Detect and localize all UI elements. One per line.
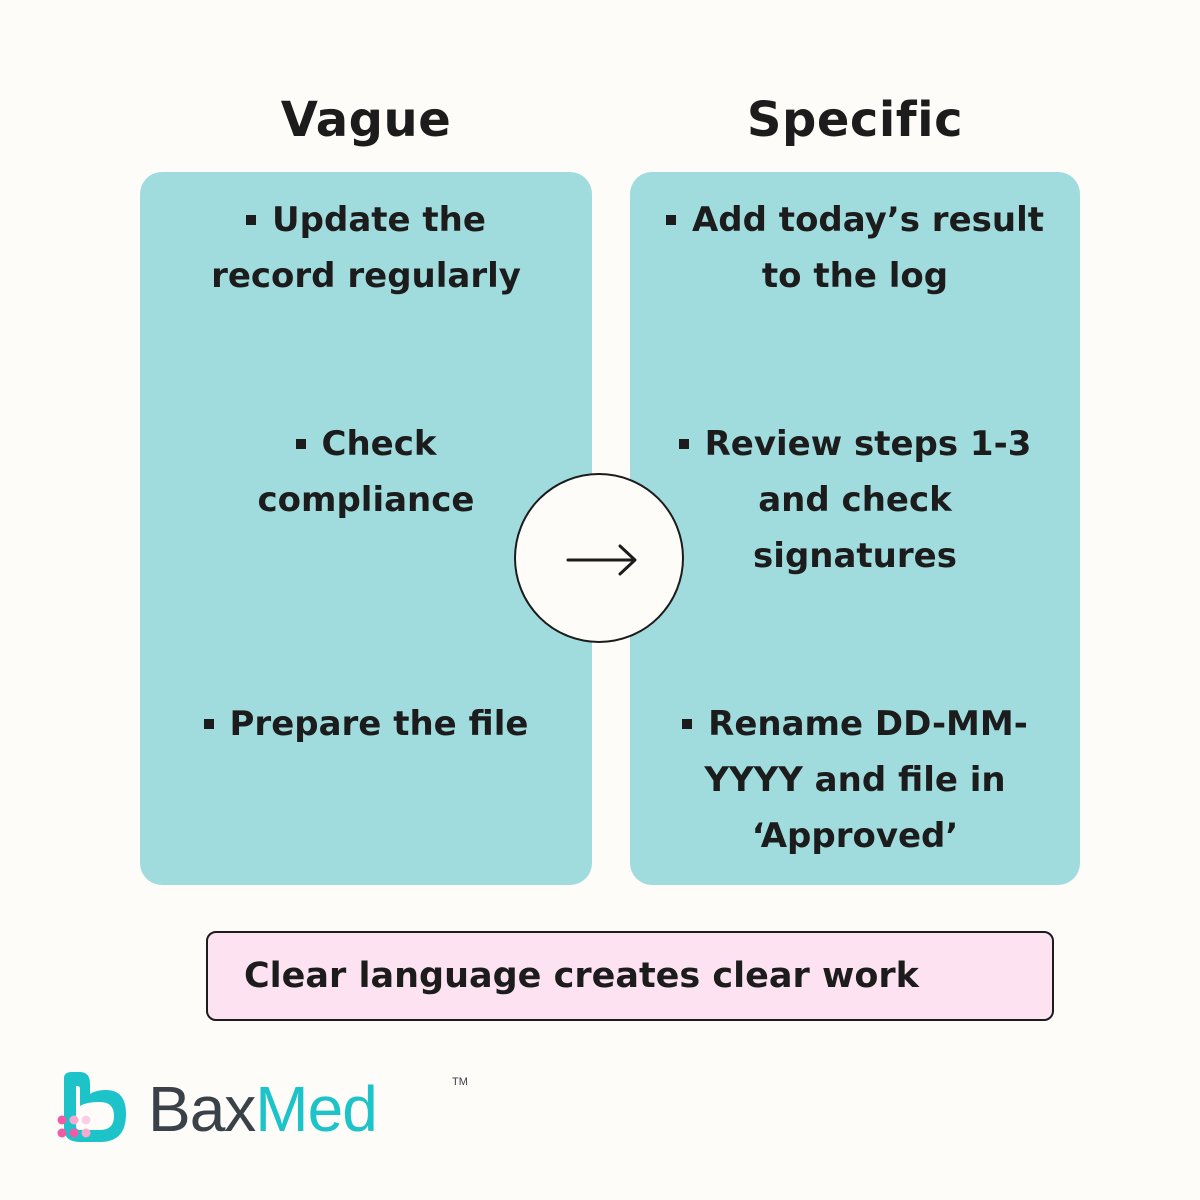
specific-item: Add today’s result to the log	[630, 192, 1080, 304]
specific-panel: Add today’s result to the log Review ste…	[630, 172, 1080, 885]
baxmed-logo: BaxMed TM	[56, 1072, 476, 1146]
bullet-icon	[246, 215, 257, 225]
vague-item: Prepare the file	[140, 696, 592, 752]
tagline-text: Clear language creates clear work	[244, 956, 919, 996]
baxmed-heart-logo-icon	[57, 1072, 126, 1142]
baxmed-wordmark: BaxMed	[148, 1073, 378, 1145]
bullet-icon	[665, 215, 676, 225]
tagline-box: Clear language creates clear work	[206, 931, 1054, 1021]
specific-heading: Specific	[746, 92, 964, 148]
vague-panel: Update the record regularly Check compli…	[140, 172, 592, 885]
trademark-symbol: TM	[452, 1076, 468, 1088]
bullet-icon	[203, 719, 214, 729]
specific-item: Review steps 1-3 and check signatures	[630, 416, 1080, 584]
vague-heading: Vague	[280, 92, 452, 148]
arrow-connector	[514, 473, 684, 643]
arrow-right-icon	[566, 544, 637, 576]
vague-item: Update the record regularly	[211, 200, 521, 296]
vague-item: Check compliance	[257, 424, 475, 520]
bullet-icon	[295, 439, 306, 449]
bullet-icon	[682, 719, 693, 729]
bullet-icon	[678, 439, 689, 449]
specific-item: Rename DD-MM-YYYY and file in ‘Approved’	[630, 696, 1080, 864]
